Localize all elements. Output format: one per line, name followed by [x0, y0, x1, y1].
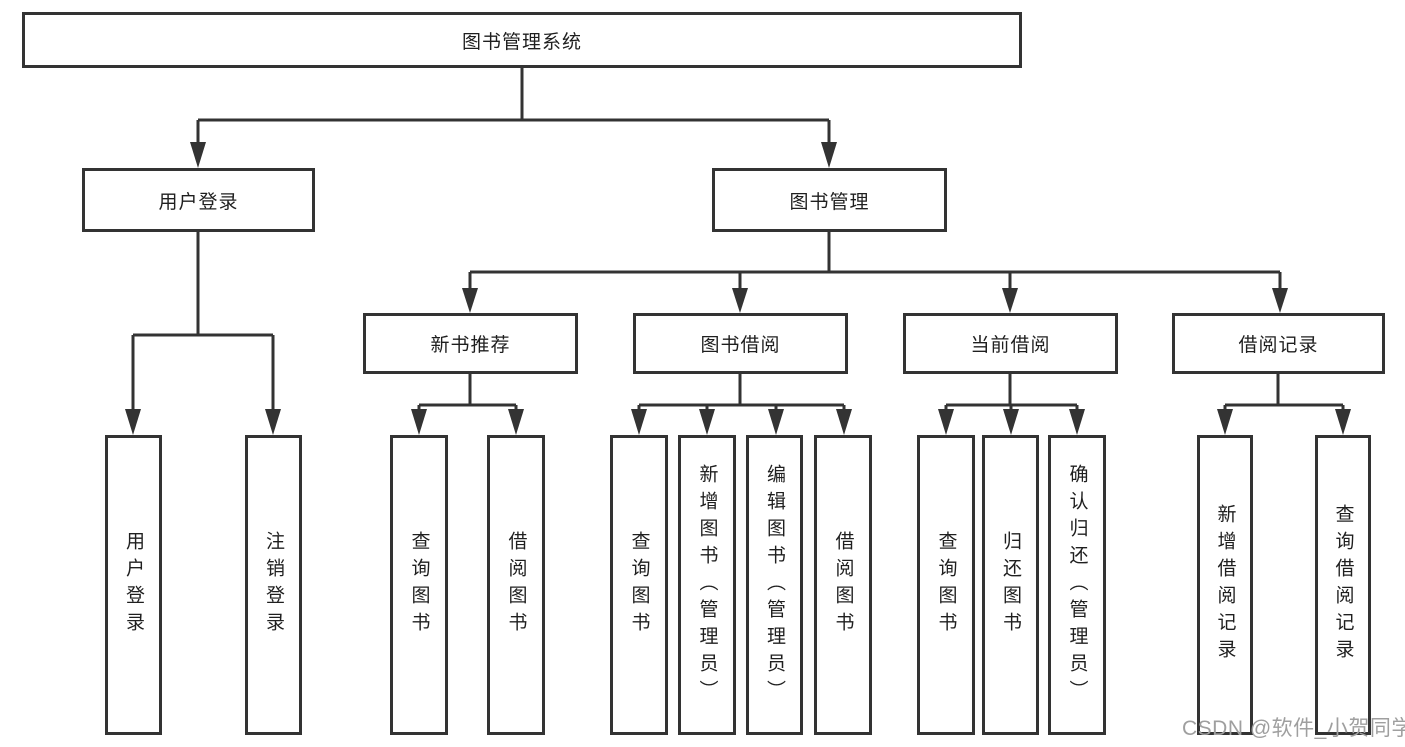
leaf-confirm-return-admin: 确认归还（管理员） [1048, 435, 1106, 735]
node-book-borrow: 图书借阅 [633, 313, 848, 374]
leaf-query-books-borrow: 查询图书 [610, 435, 668, 735]
node-user-login: 用户登录 [82, 168, 315, 232]
node-new-book-recommend-label: 新书推荐 [430, 335, 511, 356]
leaf-query-books-borrow-label: 查询图书 [628, 531, 650, 639]
leaf-edit-books-admin: 编辑图书（管理员） [746, 435, 803, 735]
node-borrow-records: 借阅记录 [1172, 313, 1385, 374]
leaf-query-books-current: 查询图书 [917, 435, 975, 735]
leaf-add-borrow-record: 新增借阅记录 [1197, 435, 1253, 735]
leaf-return-books-label: 归还图书 [1000, 531, 1021, 639]
node-root-label: 图书管理系统 [461, 31, 582, 53]
leaf-user-login: 用户登录 [105, 435, 162, 735]
node-current-borrow-label: 当前借阅 [970, 335, 1051, 356]
leaf-add-books-admin-label: 新增图书（管理员） [696, 463, 718, 707]
leaf-borrow-books: 借阅图书 [814, 435, 872, 735]
node-book-borrow-label: 图书借阅 [700, 335, 781, 356]
leaf-edit-books-admin-label: 编辑图书（管理员） [764, 463, 785, 707]
node-root-system: 图书管理系统 [22, 12, 1022, 68]
leaf-confirm-return-admin-label: 确认归还（管理员） [1066, 463, 1088, 707]
node-new-book-recommend: 新书推荐 [363, 313, 578, 374]
csdn-watermark: CSDN @软件_小贺同学 [1182, 717, 1405, 740]
leaf-borrow-books-recommend: 借阅图书 [487, 435, 545, 735]
leaf-return-books: 归还图书 [982, 435, 1039, 735]
leaf-user-login-label: 用户登录 [123, 531, 144, 639]
leaf-query-books-recommend: 查询图书 [390, 435, 448, 735]
leaf-add-borrow-record-label: 新增借阅记录 [1214, 504, 1236, 666]
node-user-login-label: 用户登录 [158, 191, 239, 213]
leaf-borrow-books-recommend-label: 借阅图书 [505, 531, 527, 639]
leaf-query-borrow-record-label: 查询借阅记录 [1332, 504, 1354, 666]
leaf-logout: 注销登录 [245, 435, 302, 735]
node-book-management-label: 图书管理 [789, 191, 870, 213]
leaf-borrow-books-label: 借阅图书 [832, 531, 854, 639]
leaf-logout-label: 注销登录 [263, 531, 284, 639]
arrowheads [125, 142, 1351, 435]
leaf-query-books-current-label: 查询图书 [935, 531, 957, 639]
leaf-add-books-admin: 新增图书（管理员） [678, 435, 736, 735]
node-book-management: 图书管理 [712, 168, 947, 232]
node-borrow-records-label: 借阅记录 [1238, 335, 1319, 356]
node-current-borrow: 当前借阅 [903, 313, 1118, 374]
leaf-query-books-recommend-label: 查询图书 [408, 531, 430, 639]
leaf-query-borrow-record: 查询借阅记录 [1315, 435, 1371, 735]
